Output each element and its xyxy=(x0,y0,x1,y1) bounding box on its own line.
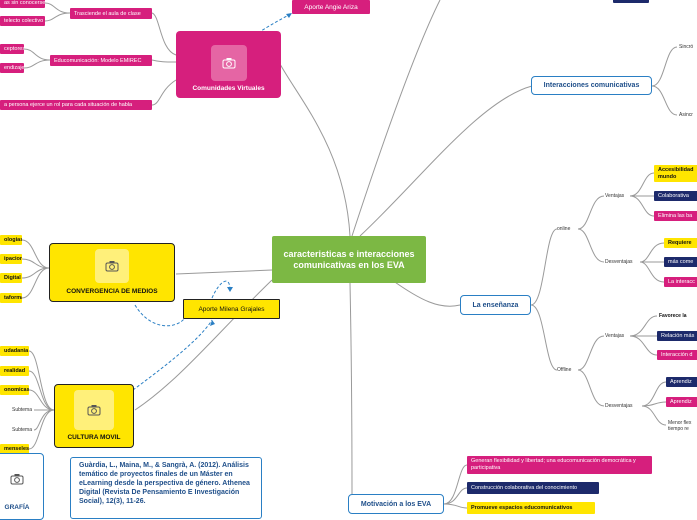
comunidades-virtuales-node[interactable]: Comunidades Virtuales xyxy=(176,31,281,98)
comunidades-leaf-1[interactable]: as sin conocerse xyxy=(0,0,45,8)
online-node[interactable]: online xyxy=(557,226,571,232)
offline-ventajas-node[interactable]: Ventajas xyxy=(605,333,625,339)
offline-desventajas-node[interactable]: Desventajas xyxy=(605,403,633,409)
accesibilidad-node[interactable]: Accesibilidad mundo xyxy=(654,165,697,182)
cultura-subtema-2[interactable]: Subtema xyxy=(11,427,32,433)
interaccion-offline-node[interactable]: Interacción d xyxy=(657,350,697,360)
elimina-barreras-node[interactable]: Elimina las ba xyxy=(654,211,697,221)
cultura-leaf-2[interactable]: realidad xyxy=(0,366,29,376)
offline-node[interactable]: Offline xyxy=(557,367,572,373)
favorece-node[interactable]: Favorece la xyxy=(659,313,687,319)
aporte-milena-node[interactable]: Aporte Milena Grajales xyxy=(183,299,280,319)
interacciones-comunicativas-node[interactable]: Interacciones comunicativas xyxy=(531,76,652,95)
comunidades-leaf-4[interactable]: endizaje xyxy=(0,63,24,73)
motivacion-espacios-node[interactable]: Promueve espacios educomunicativos xyxy=(467,502,595,514)
colaborativa-node[interactable]: Colaborativa xyxy=(654,191,697,201)
convergencia-leaf-1[interactable]: ologias xyxy=(0,235,22,245)
cultura-leaf-6[interactable]: menseles xyxy=(0,444,29,454)
relacion-node[interactable]: Relación más xyxy=(657,331,697,341)
convergencia-leaf-4[interactable]: taforma xyxy=(0,293,22,303)
bibliografia-label: GRAFÍA xyxy=(4,504,30,511)
cultura-movil-label: CULTURA MOVIL xyxy=(67,434,121,441)
comunidades-leaf-2[interactable]: telecto colectivo xyxy=(0,16,45,26)
aprendizaje-1-node[interactable]: Aprendiz xyxy=(666,377,697,387)
trasciende-aula-node[interactable]: Trasciende el aula de clase xyxy=(70,8,152,19)
la-ensenanza-node[interactable]: La enseñanza xyxy=(460,295,531,315)
convergencia-medios-label: CONVERGENCIA DE MEDIOS xyxy=(66,288,158,295)
cultura-subtema-1[interactable]: Subtema xyxy=(11,407,32,413)
interaccion-online-node[interactable]: La interacc xyxy=(664,277,697,287)
online-ventajas-node[interactable]: Ventajas xyxy=(605,193,625,199)
central-topic[interactable]: caracteristicas e interacciones comunica… xyxy=(272,236,426,283)
menor-flexibilidad-node[interactable]: Menor flex tiempo re xyxy=(668,420,692,432)
educomunicacion-emirec-node[interactable]: Educomunicación: Modelo EMIREC xyxy=(50,55,152,66)
camera-icon xyxy=(74,390,114,430)
convergencia-leaf-3[interactable]: Digital xyxy=(0,273,22,283)
comunidades-leaf-5[interactable]: a persona ejerce un rol para cada situac… xyxy=(0,100,152,110)
mas-comp-node[interactable]: más come xyxy=(664,257,697,267)
cultura-movil-node[interactable]: CULTURA MOVIL xyxy=(54,384,134,448)
camera-icon xyxy=(210,45,247,81)
comunidades-virtuales-label: Comunidades Virtuales xyxy=(192,85,265,92)
cultura-leaf-1[interactable]: udadania xyxy=(0,346,29,356)
comunidades-leaf-3[interactable]: ceptores xyxy=(0,44,24,54)
motivacion-construccion-node[interactable]: Construcción colaborativa del conocimien… xyxy=(467,482,599,494)
aprendizaje-2-node[interactable]: Aprendiz xyxy=(666,397,697,407)
online-desventajas-node[interactable]: Desventajas xyxy=(605,259,633,265)
aporte-angie-node[interactable]: Aporte Angie Ariza xyxy=(292,0,370,14)
motivacion-flexibilidad-node[interactable]: Generan flexibilidad y libertad; una edu… xyxy=(467,456,652,474)
requiere-node[interactable]: Requiere xyxy=(664,238,697,248)
motivacion-eva-node[interactable]: Motivación a los EVA xyxy=(348,494,444,514)
camera-icon xyxy=(10,472,24,490)
bibliografia-node[interactable]: GRAFÍA xyxy=(0,453,44,520)
asincronica-node[interactable]: Asincr xyxy=(679,112,693,118)
top-partial-node[interactable] xyxy=(613,0,649,3)
sincronica-node[interactable]: Sincró xyxy=(679,44,694,50)
cultura-leaf-3[interactable]: onomicas xyxy=(0,385,29,395)
camera-icon xyxy=(95,249,129,283)
convergencia-leaf-2[interactable]: ipacion xyxy=(0,254,22,264)
bibliografia-reference[interactable]: Guàrdia, L., Maina, M., & Sangrà, A. (20… xyxy=(70,457,262,519)
convergencia-medios-node[interactable]: CONVERGENCIA DE MEDIOS xyxy=(49,243,175,302)
